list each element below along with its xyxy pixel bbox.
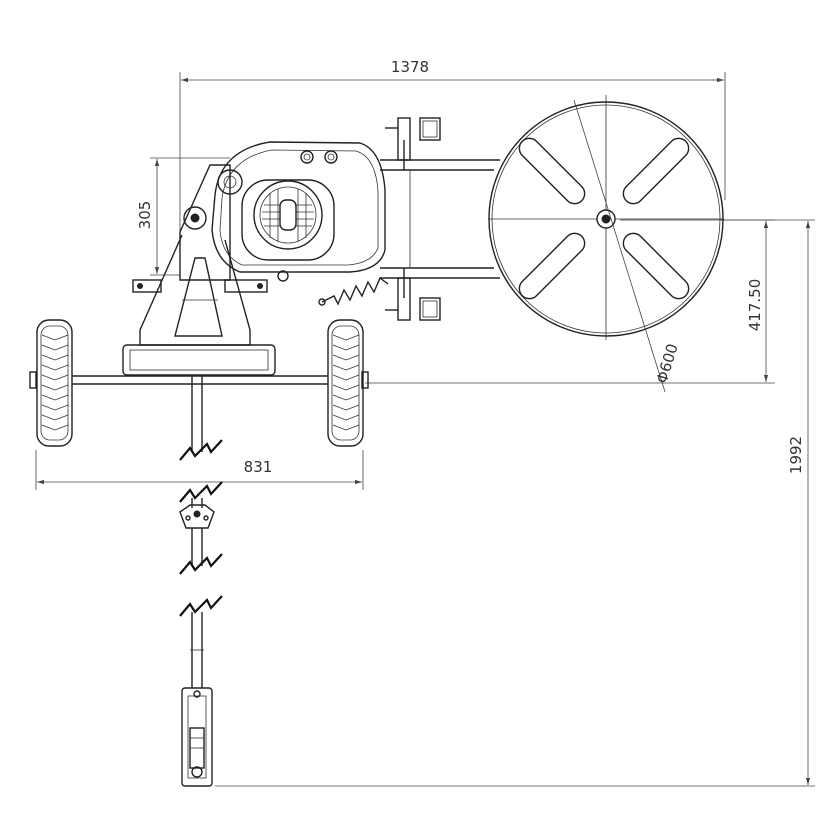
- frame-rails: [380, 159, 500, 279]
- dimension-reel-offset: 417.50: [365, 219, 775, 384]
- bracket-bottom: [385, 268, 441, 321]
- break-mark-1: [179, 439, 223, 461]
- reel-slots: [518, 137, 690, 300]
- total-length-label: 1992: [787, 436, 805, 474]
- hitch-plate: [179, 504, 215, 529]
- engine-cap-2: [324, 150, 338, 164]
- dimension-total-length: 1992: [215, 219, 815, 787]
- bracket-top: [385, 117, 441, 170]
- dimension-engine-height: 305: [136, 157, 230, 276]
- engine-fan-cover: [253, 180, 323, 250]
- tow-handle: [181, 687, 213, 787]
- engine-cap-1: [300, 150, 314, 164]
- break-mark-4: [179, 595, 223, 617]
- reel-offset-label: 417.50: [746, 279, 764, 332]
- tow-bar: [179, 376, 223, 787]
- dimension-track-width: 831: [35, 450, 364, 490]
- tension-spring: [318, 276, 389, 306]
- engine-pulley-bottom: [183, 206, 207, 230]
- tow-frame: [122, 234, 276, 376]
- wheel-right: [327, 319, 364, 447]
- break-mark-3: [179, 553, 223, 575]
- axle: [29, 371, 369, 389]
- reel-drum: Φ600: [488, 95, 724, 393]
- wheel-left: [36, 319, 73, 447]
- engine-height-label: 305: [136, 201, 154, 230]
- break-mark-2: [179, 481, 223, 503]
- reel-diameter-label: Φ600: [653, 342, 682, 386]
- dimension-overall-length: 1378: [179, 58, 726, 235]
- overall-length-label: 1378: [391, 58, 429, 76]
- engine: [179, 141, 386, 282]
- track-width-label: 831: [244, 458, 273, 476]
